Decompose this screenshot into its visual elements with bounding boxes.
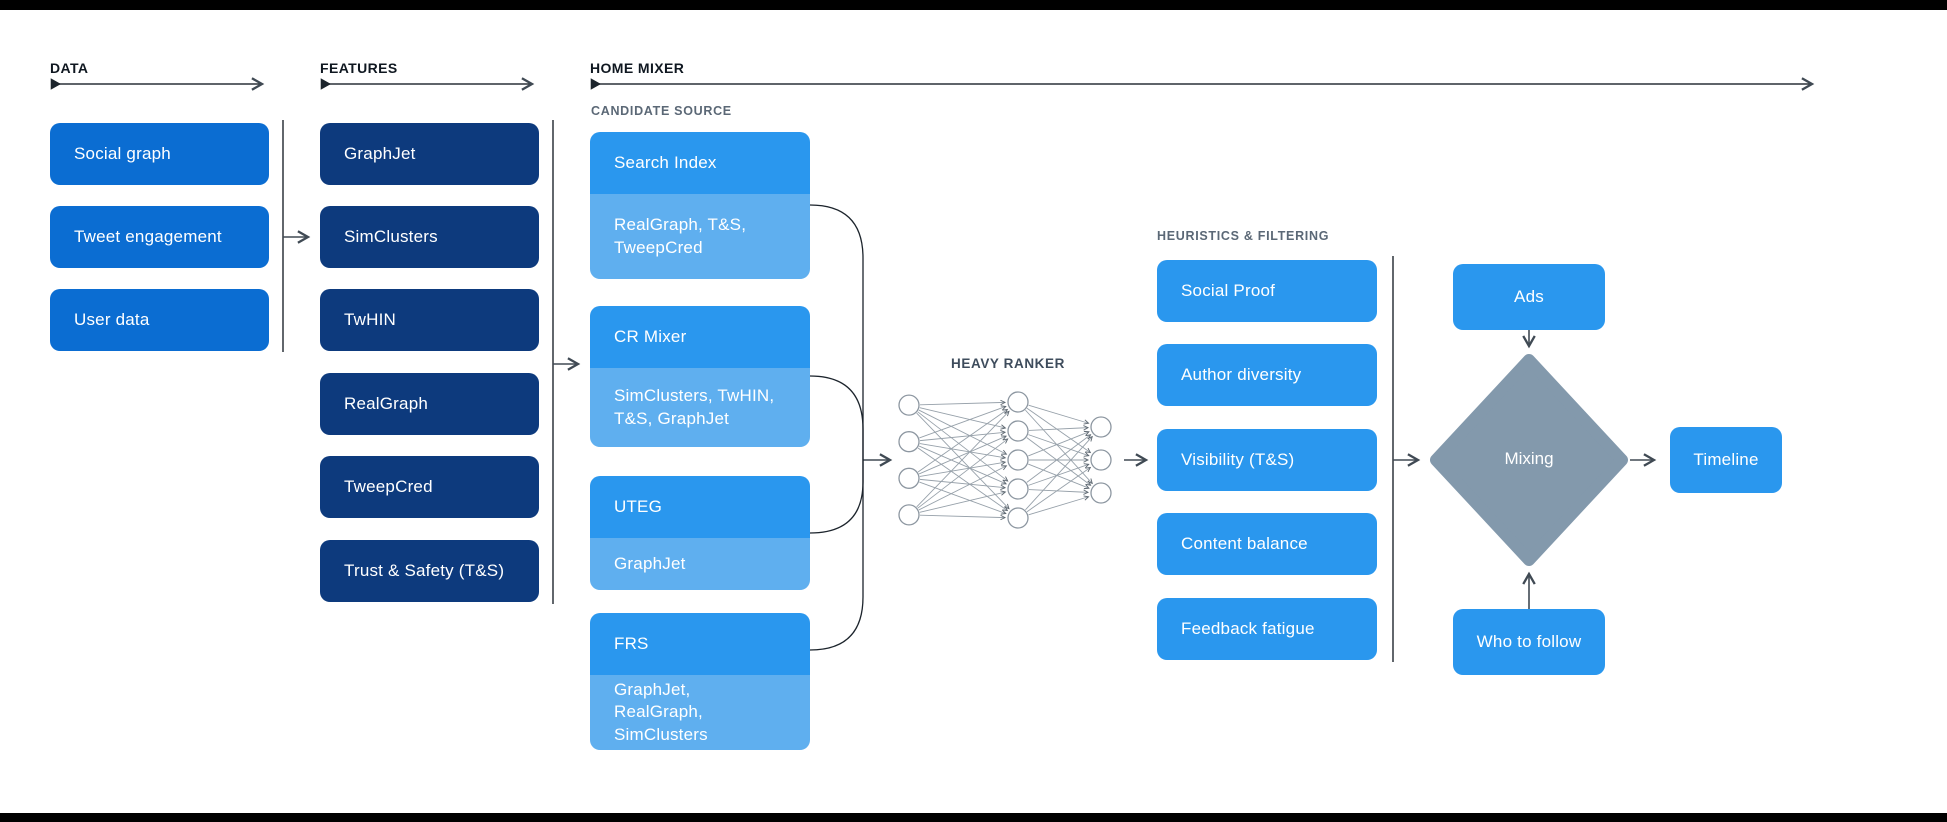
bottom-black-bar — [0, 813, 1947, 822]
candidate-name: CR Mixer — [590, 306, 810, 368]
neural-network-node — [1090, 482, 1112, 504]
neural-network-node — [1007, 449, 1029, 471]
neural-network-node — [898, 467, 920, 489]
top-black-bar — [0, 0, 1947, 10]
heuristic-box-author-diversity: Author diversity — [1157, 344, 1377, 406]
feature-box-simclusters: SimClusters — [320, 206, 539, 268]
search-index-connector — [809, 204, 864, 460]
neural-network-node — [1007, 478, 1029, 500]
candidate-unit-cr-mixer: CR Mixer SimClusters, TwHIN, T&S, GraphJ… — [590, 306, 810, 447]
data-box-tweet-engagement: Tweet engagement — [50, 206, 269, 268]
candidate-unit-search-index: Search Index RealGraph, T&S, TweepCred — [590, 132, 810, 279]
feature-box-graphjet: GraphJet — [320, 123, 539, 185]
column-dividers — [282, 120, 1394, 662]
candidate-source-label: CANDIDATE SOURCE — [591, 104, 732, 118]
mixing-diamond-label: Mixing — [1504, 449, 1554, 468]
neural-network-node — [1007, 507, 1029, 529]
candidate-uses: GraphJet, RealGraph, SimClusters — [590, 675, 810, 750]
feature-box-tweepcred: TweepCred — [320, 456, 539, 518]
heavy-ranker-label: HEAVY RANKER — [951, 356, 1065, 371]
neural-network-node — [898, 394, 920, 416]
candidate-uses: SimClusters, TwHIN, T&S, GraphJet — [590, 368, 810, 447]
candidate-name: FRS — [590, 613, 810, 675]
candidate-uses: RealGraph, T&S, TweepCred — [590, 194, 810, 279]
uteg-connector — [809, 460, 864, 534]
data-box-user-data: User data — [50, 289, 269, 351]
candidate-name: UTEG — [590, 476, 810, 538]
flow-arrows — [283, 230, 1657, 609]
heuristic-box-content-balance: Content balance — [1157, 513, 1377, 575]
neural-network-edges — [916, 399, 1093, 521]
candidate-merge-connectors — [809, 204, 864, 651]
home-mixer-section-header: HOME MIXER — [590, 60, 685, 76]
candidate-unit-frs: FRS GraphJet, RealGraph, SimClusters — [590, 613, 810, 750]
ads-box: Ads — [1453, 264, 1605, 330]
feature-box-realgraph: RealGraph — [320, 373, 539, 435]
data-section-header: DATA — [50, 60, 89, 76]
heuristic-box-feedback-fatigue: Feedback fatigue — [1157, 598, 1377, 660]
candidate-unit-uteg: UTEG GraphJet — [590, 476, 810, 590]
neural-network-node — [898, 504, 920, 526]
heuristics-label: HEURISTICS & FILTERING — [1157, 229, 1330, 243]
candidate-uses: GraphJet — [590, 538, 810, 590]
cr-mixer-connector — [809, 375, 864, 460]
neural-network-node — [1007, 391, 1029, 413]
mixing-diamond — [1430, 354, 1628, 566]
neural-network-node — [1090, 449, 1112, 471]
heuristic-box-social-proof: Social Proof — [1157, 260, 1377, 322]
timeline-box: Timeline — [1670, 427, 1782, 493]
feature-box-twhin: TwHIN — [320, 289, 539, 351]
frs-connector — [809, 460, 864, 651]
candidate-name: Search Index — [590, 132, 810, 194]
neural-network-nodes — [898, 391, 1112, 529]
neural-network-node — [1007, 420, 1029, 442]
data-box-social-graph: Social graph — [50, 123, 269, 185]
features-section-header: FEATURES — [320, 60, 398, 76]
heuristic-box-visibility: Visibility (T&S) — [1157, 429, 1377, 491]
feature-box-trust-safety: Trust & Safety (T&S) — [320, 540, 539, 602]
neural-network-node — [898, 431, 920, 453]
who-to-follow-box: Who to follow — [1453, 609, 1605, 675]
neural-network-node — [1090, 416, 1112, 438]
